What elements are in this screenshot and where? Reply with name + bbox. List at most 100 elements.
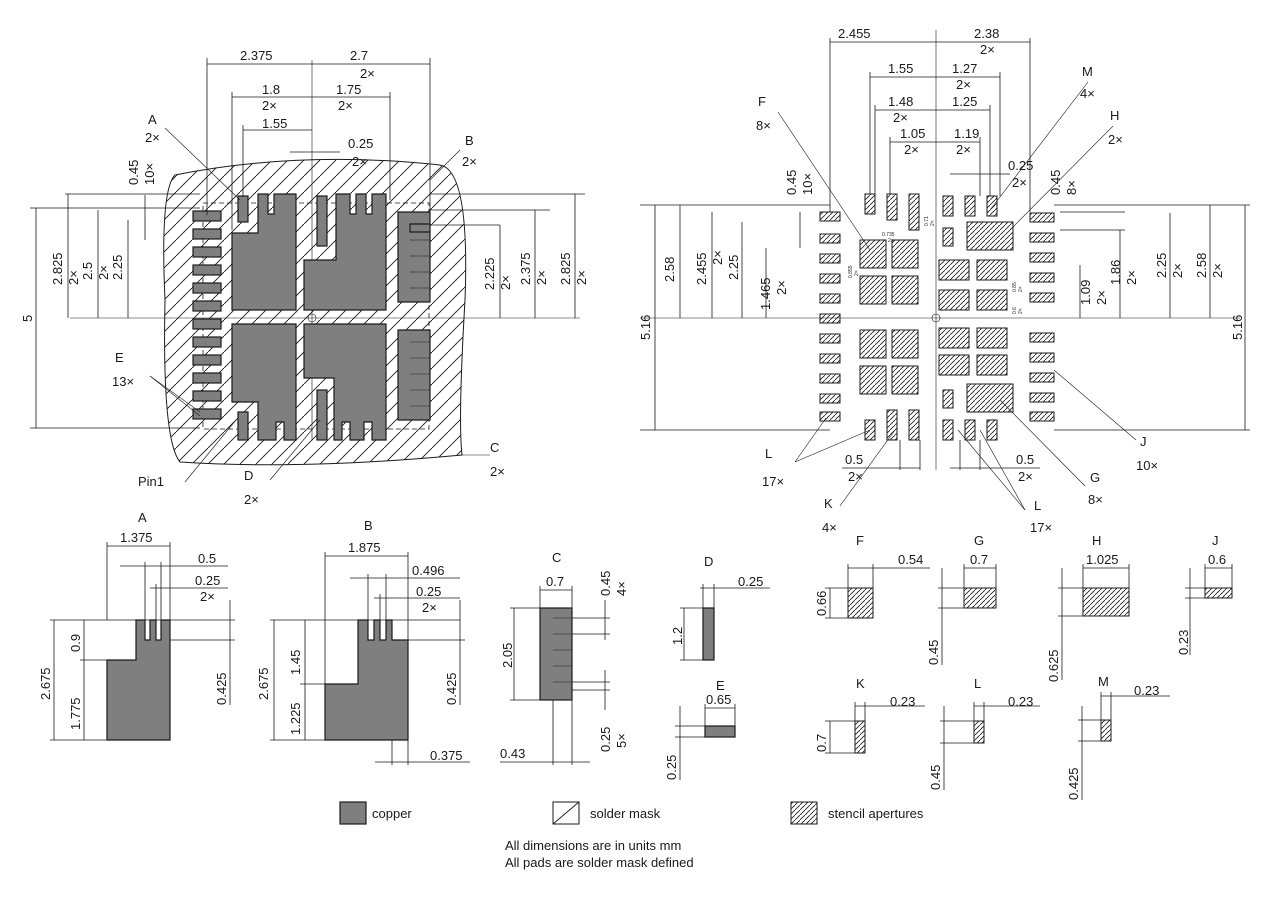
svg-text:1.19: 1.19: [954, 126, 979, 141]
center-mark: [307, 313, 317, 323]
detail-k: K 0.23 0.7: [814, 676, 925, 754]
svg-text:2×: 2×: [710, 250, 725, 265]
svg-text:0.6: 0.6: [1012, 307, 1018, 314]
svg-text:2×: 2×: [498, 275, 513, 290]
svg-text:5: 5: [20, 315, 35, 322]
svg-text:2×: 2×: [854, 270, 860, 276]
svg-text:D: D: [704, 554, 713, 569]
svg-text:0.496: 0.496: [412, 563, 445, 578]
svg-text:0.45: 0.45: [928, 765, 943, 790]
detail-b: B 1.875 0.496 0.25 2× 2.675 1.45 1.225 0…: [256, 518, 470, 765]
svg-text:L: L: [974, 676, 981, 691]
svg-text:0.25: 0.25: [738, 574, 763, 589]
svg-text:4×: 4×: [822, 520, 837, 535]
svg-text:2.25: 2.25: [726, 255, 741, 280]
svg-text:F: F: [856, 533, 864, 548]
svg-text:0.45: 0.45: [1048, 170, 1063, 195]
svg-text:0.25: 0.25: [416, 584, 441, 599]
svg-text:A: A: [138, 510, 147, 525]
svg-text:0.855: 0.855: [848, 265, 854, 278]
svg-text:0.25: 0.25: [664, 755, 679, 780]
svg-text:2×: 2×: [145, 130, 160, 145]
legend-stencil-label: stencil apertures: [828, 806, 924, 821]
callout-g: G: [1090, 470, 1100, 485]
apertures-left: [819, 211, 841, 422]
svg-text:0.5: 0.5: [1016, 452, 1034, 467]
legend-solder-mask-label: solder mask: [590, 806, 661, 821]
svg-text:1.55: 1.55: [888, 61, 913, 76]
svg-text:2.455: 2.455: [838, 26, 871, 41]
svg-text:2×: 2×: [1018, 469, 1033, 484]
svg-text:0.7: 0.7: [970, 552, 988, 567]
svg-text:2×: 2×: [462, 154, 477, 169]
legend-stencil-swatch: [790, 801, 818, 825]
dim-2-375: 2.375: [240, 48, 273, 63]
svg-text:1.875: 1.875: [348, 540, 381, 555]
svg-text:2×: 2×: [1094, 290, 1109, 305]
pad-b-top: [303, 193, 387, 311]
svg-text:0.7: 0.7: [546, 574, 564, 589]
svg-text:0.25: 0.25: [348, 136, 373, 151]
svg-text:1.45: 1.45: [288, 650, 303, 675]
svg-text:2.225: 2.225: [482, 257, 497, 290]
svg-text:1.8: 1.8: [262, 82, 280, 97]
svg-text:2×: 2×: [1210, 263, 1225, 278]
svg-text:1.25: 1.25: [952, 94, 977, 109]
svg-text:K: K: [856, 676, 865, 691]
svg-text:0.23: 0.23: [1008, 694, 1033, 709]
detail-g: G 0.7 0.45: [926, 533, 997, 665]
note-pads: All pads are solder mask defined: [505, 855, 694, 870]
svg-text:0.65: 0.65: [706, 692, 731, 707]
svg-text:0.25: 0.25: [195, 573, 220, 588]
svg-text:2×: 2×: [200, 589, 215, 604]
svg-text:B: B: [364, 518, 373, 533]
pad-d-mid: [316, 195, 328, 247]
svg-text:0.23: 0.23: [890, 694, 915, 709]
apertures-right: [1029, 212, 1055, 422]
svg-text:2×: 2×: [352, 154, 367, 169]
svg-text:1.55: 1.55: [262, 116, 287, 131]
detail-m: M 0.23 0.425: [1066, 674, 1170, 800]
svg-text:0.45: 0.45: [926, 640, 941, 665]
svg-text:0.425: 0.425: [444, 672, 459, 705]
svg-text:2×: 2×: [244, 492, 259, 507]
svg-text:2×: 2×: [956, 142, 971, 157]
svg-text:2.825: 2.825: [50, 252, 65, 285]
svg-text:2×: 2×: [574, 270, 589, 285]
svg-text:2×: 2×: [338, 98, 353, 113]
detail-a: A 1.375 0.5 0.25 2× 2.675 0.9 1.775 0.42…: [38, 510, 235, 741]
svg-text:1.465: 1.465: [758, 277, 773, 310]
right-view: 2.455 2.38 2× 1.55 1.27 2× 1.48 2× 1.25 …: [638, 26, 1250, 535]
svg-text:8×: 8×: [1064, 180, 1079, 195]
svg-text:1.86: 1.86: [1108, 260, 1123, 285]
svg-text:2×: 2×: [490, 464, 505, 479]
svg-text:10×: 10×: [1136, 458, 1158, 473]
svg-text:M: M: [1098, 674, 1109, 689]
svg-text:2.05: 2.05: [500, 643, 515, 668]
callout-k: K: [824, 496, 833, 511]
pins-e: [192, 210, 222, 420]
svg-text:5×: 5×: [614, 733, 629, 748]
svg-text:8×: 8×: [756, 118, 771, 133]
svg-text:2×: 2×: [360, 66, 375, 81]
svg-text:0.6: 0.6: [1208, 552, 1226, 567]
package-outline: [202, 202, 430, 430]
svg-text:1.775: 1.775: [68, 697, 83, 730]
left-view: 2.375 2.7 2× 1.8 2× 1.75 2× 1.55 0.25 2×…: [20, 48, 589, 507]
svg-text:0.45: 0.45: [784, 170, 799, 195]
detail-j: J 0.6 0.23: [1176, 533, 1233, 655]
svg-text:0.43: 0.43: [500, 746, 525, 761]
svg-text:2×: 2×: [1018, 308, 1024, 314]
svg-text:2.455: 2.455: [694, 252, 709, 285]
svg-text:0.425: 0.425: [214, 672, 229, 705]
svg-text:1.05: 1.05: [900, 126, 925, 141]
svg-text:2×: 2×: [888, 238, 894, 244]
callout-h: H: [1110, 108, 1119, 123]
svg-text:0.625: 0.625: [1046, 649, 1061, 682]
svg-text:2×: 2×: [422, 600, 437, 615]
svg-text:C: C: [552, 550, 561, 565]
svg-text:2.5: 2.5: [80, 262, 95, 280]
pad-c-bottom: [397, 329, 431, 421]
svg-text:2×: 2×: [848, 469, 863, 484]
svg-text:17×: 17×: [1030, 520, 1052, 535]
